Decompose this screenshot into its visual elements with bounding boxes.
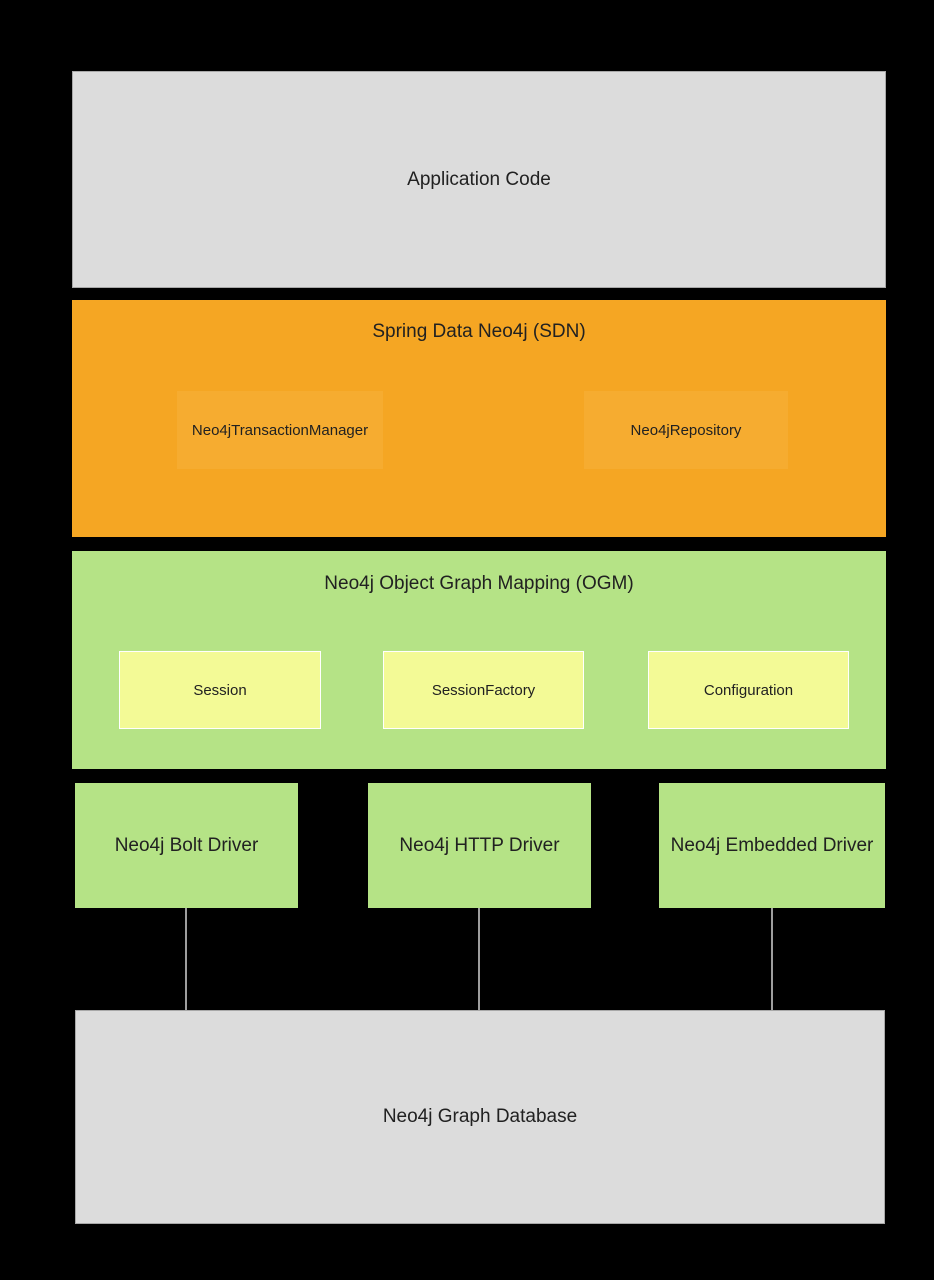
- bolt-driver-connector-line: [185, 908, 187, 1010]
- http-driver-label: Neo4j HTTP Driver: [399, 834, 560, 856]
- embedded-driver-label: Neo4j Embedded Driver: [670, 834, 874, 856]
- neo4j-repository-label: Neo4jRepository: [630, 421, 742, 439]
- sdn-layer-title: Spring Data Neo4j (SDN): [372, 321, 586, 342]
- bolt-driver-box: Neo4j Bolt Driver: [75, 783, 298, 908]
- neo4j-transaction-manager-box: Neo4jTransactionManager: [177, 391, 383, 469]
- application-code-box: Application Code: [72, 71, 886, 288]
- bolt-driver-label: Neo4j Bolt Driver: [114, 834, 259, 856]
- http-driver-connector-line: [478, 908, 480, 1010]
- session-factory-box: SessionFactory: [383, 651, 584, 729]
- ogm-layer-box: Neo4j Object Graph Mapping (OGM) Session…: [72, 551, 886, 769]
- neo4j-repository-box: Neo4jRepository: [584, 391, 788, 469]
- configuration-label: Configuration: [703, 681, 794, 699]
- graph-database-label: Neo4j Graph Database: [382, 1106, 578, 1127]
- embedded-driver-box: Neo4j Embedded Driver: [659, 783, 885, 908]
- session-factory-label: SessionFactory: [431, 681, 536, 699]
- session-box: Session: [119, 651, 321, 729]
- ogm-layer-title: Neo4j Object Graph Mapping (OGM): [324, 573, 634, 594]
- neo4j-transaction-manager-label: Neo4jTransactionManager: [191, 421, 369, 439]
- application-code-label: Application Code: [407, 168, 551, 190]
- session-label: Session: [193, 681, 247, 699]
- graph-database-box: Neo4j Graph Database: [75, 1010, 885, 1224]
- sdn-layer-box: Spring Data Neo4j (SDN) Neo4jTransaction…: [72, 300, 886, 537]
- embedded-driver-connector-line: [771, 908, 773, 1010]
- http-driver-box: Neo4j HTTP Driver: [368, 783, 591, 908]
- configuration-box: Configuration: [648, 651, 849, 729]
